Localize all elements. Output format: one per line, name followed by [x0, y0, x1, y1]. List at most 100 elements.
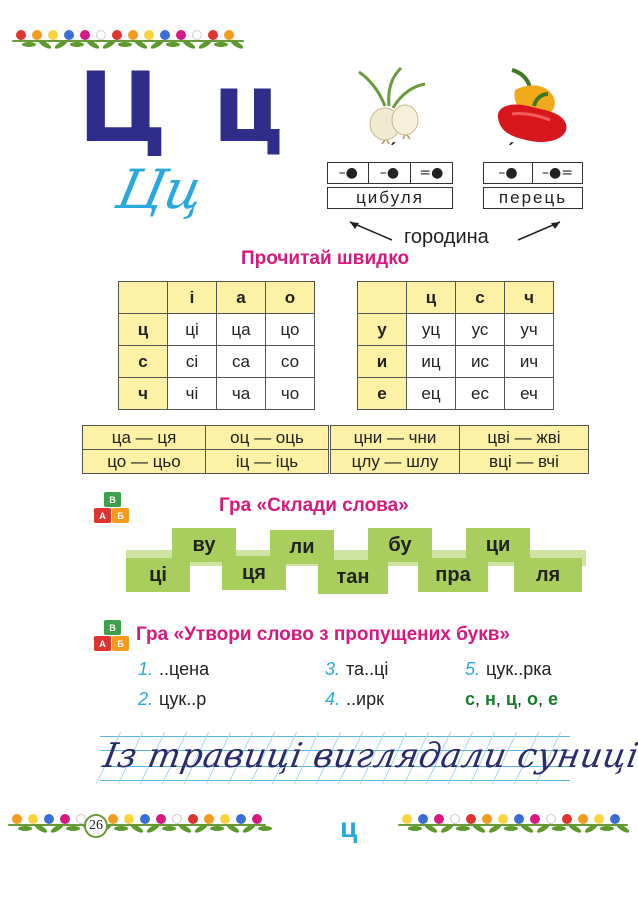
scheme-cell: –● [369, 163, 411, 183]
exercise-number: 1. [138, 659, 154, 679]
table-cell: е [357, 377, 407, 410]
table-cell: ч [118, 377, 168, 410]
handwriting-sentence: Із травиці виглядали суниці. [100, 736, 638, 776]
syllable-block[interactable]: ли [270, 530, 334, 564]
stress-mark-2: ˊ [508, 140, 515, 162]
leaf-decoration [66, 826, 80, 831]
flower-decoration [124, 814, 134, 824]
flower-decoration [112, 30, 122, 40]
missing-letter: е [548, 689, 559, 709]
table-row: ч чі ча чо [118, 377, 315, 410]
footer-letter: ц [340, 812, 358, 843]
table-cell: с [118, 345, 168, 378]
syllable-block[interactable]: пра [418, 558, 488, 592]
letter-cubes-icon: В А Б [92, 618, 134, 656]
missing-letter: н [485, 689, 496, 709]
flower-decoration [128, 30, 138, 40]
syllable-block[interactable]: ля [514, 558, 582, 592]
flower-decoration [140, 814, 150, 824]
word-scheme-2: –● –●= [483, 162, 583, 184]
copybook-lines [95, 732, 570, 784]
table-cell: и [357, 345, 407, 378]
read-fast-title: Прочитай швидко [241, 248, 410, 269]
cube-letter: Б [112, 508, 129, 523]
table-cell: ис [455, 345, 505, 378]
scheme-cell: =● [419, 165, 444, 181]
exercise-number: 2. [138, 689, 154, 709]
exercise-number: 4. [325, 689, 341, 709]
syllable-block[interactable]: ці [126, 558, 190, 592]
flower-decoration [236, 814, 246, 824]
cube-letter: В [104, 620, 121, 635]
flower-decoration [466, 814, 476, 824]
leaf-decoration [552, 826, 566, 831]
flower-decoration [188, 814, 198, 824]
leaf-decoration [118, 42, 132, 47]
category-arrows [349, 221, 561, 241]
syllable-block[interactable]: бу [368, 528, 432, 562]
game-make-words-title: Гра «Склади слова» [219, 495, 409, 516]
flower-decoration [220, 814, 230, 824]
flower-decoration [402, 814, 412, 824]
leaf-decoration [70, 42, 84, 47]
word-onion: цибуля [327, 187, 453, 209]
onion-image [358, 66, 426, 145]
letter-separator: , [475, 689, 486, 709]
exercise-item-2: 2.цук..р [138, 689, 206, 710]
flower-decoration [562, 814, 572, 824]
table-cell: цни — чни [330, 425, 460, 450]
flower-decoration [48, 30, 58, 40]
table-cell: са [216, 345, 266, 378]
table-row: цо — цьо іц — іць [82, 449, 329, 474]
flower-decoration [498, 814, 508, 824]
flower-decoration [204, 814, 214, 824]
cube-letter: А [94, 508, 111, 523]
leaf-decoration [210, 826, 224, 831]
flower-decoration [176, 30, 186, 40]
exercise-number: 3. [325, 659, 341, 679]
flower-decoration [60, 814, 70, 824]
table-cell: уц [406, 313, 456, 346]
flower-decoration [172, 814, 182, 824]
table-cell: ца [216, 313, 266, 346]
table-cell: цві — жві [459, 425, 589, 450]
flower-decoration [418, 814, 428, 824]
table-header-cell: ч [504, 281, 554, 314]
table-cell: оц — оць [205, 425, 329, 450]
top-floral-border [12, 28, 245, 54]
table-cell: у [357, 313, 407, 346]
table-cell: со [265, 345, 315, 378]
exercise-item-5: 5.цук..рка [465, 659, 552, 680]
syllable-block[interactable]: ця [222, 556, 286, 590]
flower-decoration [594, 814, 604, 824]
page-number: 26 [84, 814, 108, 838]
flower-decoration [64, 30, 74, 40]
table-header-cell: о [265, 281, 315, 314]
flower-decoration [482, 814, 492, 824]
syllable-block[interactable]: ци [466, 528, 530, 562]
script-letters: Цц [111, 158, 210, 221]
missing-letter: с [465, 689, 476, 709]
leaf-decoration [456, 826, 470, 831]
table-cell: цлу — шлу [330, 449, 460, 474]
syllable-table-2: ц с ч у уц ус уч и иц ис ич е ец ес еч [357, 281, 554, 410]
exercise-word: ..цена [159, 659, 210, 679]
flower-decoration [80, 30, 90, 40]
flower-decoration [578, 814, 588, 824]
letter-separator: , [538, 689, 549, 709]
table-header-cell [118, 281, 168, 314]
bottom-floral-border-right [398, 812, 631, 838]
exercise-number: 5. [465, 659, 481, 679]
table-row: е ец ес еч [357, 377, 554, 410]
table-cell: иц [406, 345, 456, 378]
missing-letters-list: с, н, ц, о, е [465, 689, 558, 710]
letter-separator: , [495, 689, 506, 709]
table-header-cell: с [455, 281, 505, 314]
leaf-decoration [114, 826, 128, 831]
leaf-decoration [214, 42, 228, 47]
syllable-block[interactable]: тан [318, 560, 388, 594]
table-cell: чі [167, 377, 217, 410]
table-cell: вці — вчі [459, 449, 589, 474]
exercise-item-4: 4...ирк [325, 689, 384, 710]
letter-cubes-icon: В А Б [92, 490, 134, 528]
